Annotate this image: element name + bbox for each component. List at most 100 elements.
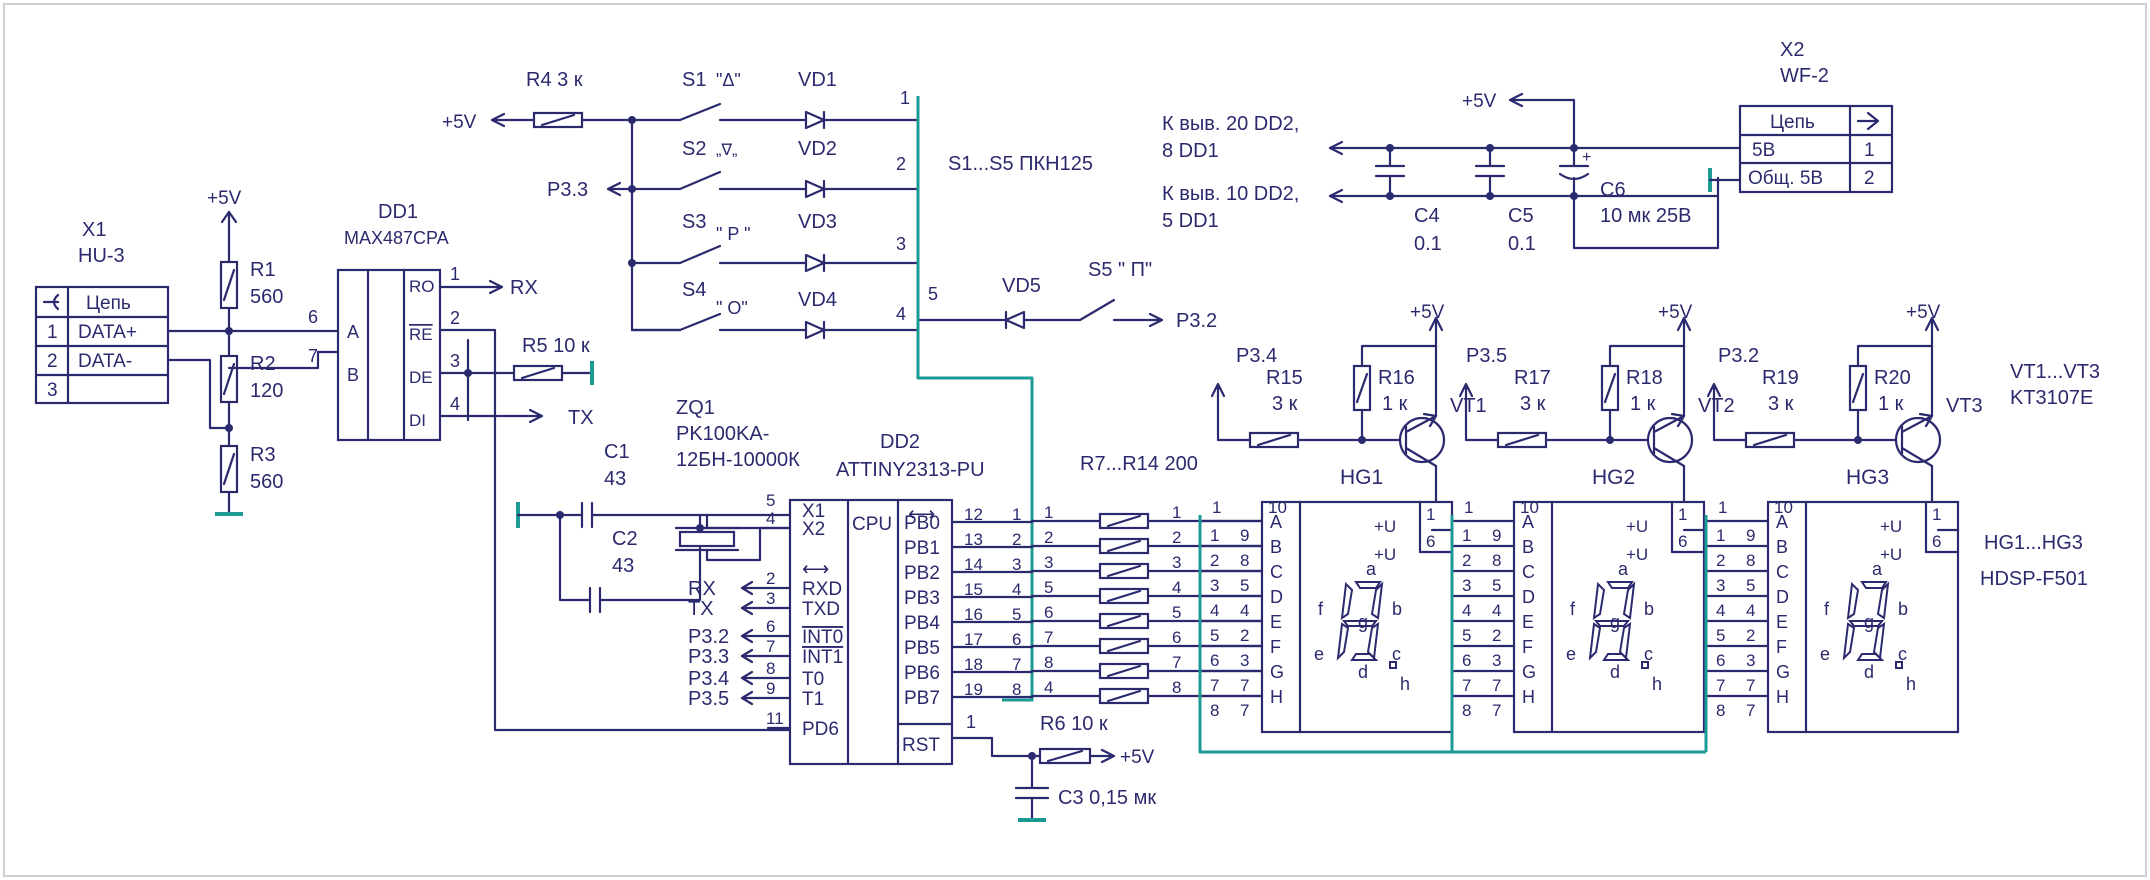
display-pin-num: 5 bbox=[1746, 576, 1755, 595]
dd2-pb-wire-num: 2 bbox=[1012, 530, 1021, 549]
segment-label-c: c bbox=[1898, 644, 1907, 664]
display-plus-u: +U bbox=[1880, 517, 1902, 536]
line3-num: 3 bbox=[896, 234, 906, 254]
x2-header: Цепь bbox=[1770, 112, 1815, 133]
r16-ref: R16 bbox=[1378, 367, 1415, 389]
vcc-arrow bbox=[1924, 316, 1940, 332]
x1-type: HU-3 bbox=[78, 245, 125, 267]
driver-net-label: P3.2 bbox=[1718, 345, 1759, 367]
resistor-mark bbox=[1256, 433, 1292, 447]
vd5-ref: VD5 bbox=[1002, 275, 1041, 297]
resnet-in-num: 7 bbox=[1044, 628, 1053, 647]
seven-segment-digit bbox=[1842, 581, 1903, 669]
dd2-ref: DD2 bbox=[880, 431, 920, 453]
s4-sym: " O" bbox=[716, 298, 748, 318]
resistor-mark bbox=[1603, 372, 1617, 404]
dd2-net-label: TX bbox=[688, 598, 714, 620]
display-pin-num: 5 bbox=[1462, 626, 1471, 645]
display-pin-h: H bbox=[1522, 687, 1535, 707]
display-pin-a: A bbox=[1522, 512, 1534, 532]
display-pin-c: C bbox=[1776, 562, 1789, 582]
resnet-in-num: 8 bbox=[1044, 653, 1053, 672]
display-pin-num: 5 bbox=[1716, 626, 1725, 645]
x2-pin2-name: Общ. 5В bbox=[1748, 168, 1823, 189]
dd1-pin-a: A bbox=[347, 322, 359, 342]
display-pin-num: 4 bbox=[1716, 601, 1725, 620]
display-pin-num: 6 bbox=[1462, 651, 1471, 670]
dd2-pin-x2: X2 bbox=[802, 519, 825, 540]
dd2-pin-x1: X1 bbox=[802, 501, 825, 522]
display-pin-num: 3 bbox=[1462, 576, 1471, 595]
resnet-resistor-mark bbox=[1106, 539, 1142, 553]
dd2-pb-num: 14 bbox=[964, 555, 983, 574]
s3-sym: " P " bbox=[716, 224, 750, 244]
vd4-ref: VD4 bbox=[798, 289, 837, 311]
transistor-leads bbox=[1404, 324, 1438, 532]
display-pin-num: 8 bbox=[1210, 701, 1219, 720]
display-pin-d: D bbox=[1270, 587, 1283, 607]
resnet-out-num: 7 bbox=[1172, 653, 1181, 672]
resnet-resistor-mark bbox=[1106, 689, 1142, 703]
s4-ref: S4 bbox=[682, 279, 706, 301]
pin-num: 10 bbox=[1268, 498, 1287, 517]
display-com-pin: 1 bbox=[1426, 505, 1435, 524]
segment-e bbox=[1842, 622, 1856, 661]
display-pin-b: B bbox=[1776, 537, 1788, 557]
transistor-leads bbox=[1900, 324, 1934, 532]
resnet-out-num: 3 bbox=[1172, 553, 1181, 572]
dd2-type: ATTINY2313-PU bbox=[836, 459, 985, 481]
segment-label-e: e bbox=[1314, 644, 1324, 664]
display-pin-e: E bbox=[1776, 612, 1788, 632]
c5-value: 0.1 bbox=[1508, 233, 1536, 255]
dd2-pb-num: 12 bbox=[964, 505, 983, 524]
dd1-pin-re: RE bbox=[409, 325, 433, 344]
x2-pin2-num: 2 bbox=[1864, 168, 1875, 189]
resistor-mark bbox=[1355, 372, 1369, 404]
dd2-arrow-pd: ⟷ bbox=[802, 559, 829, 580]
resnet-resistor-mark bbox=[1106, 639, 1142, 653]
connector-icon-x2 bbox=[1856, 111, 1880, 131]
display-pin-num: 9 bbox=[1240, 526, 1249, 545]
display-pin-num: 5 bbox=[1210, 626, 1219, 645]
vd2-ref: VD2 bbox=[798, 138, 837, 160]
pin-num: 1 bbox=[1718, 498, 1727, 517]
oscillator: C1 43 C2 43 ZQ1 PK100KA- 12БН-10000К bbox=[516, 397, 800, 614]
s1-ref: S1 bbox=[682, 69, 706, 91]
r19-ref: R19 bbox=[1762, 367, 1799, 389]
vcc-driver: +5V bbox=[1658, 302, 1693, 323]
x1-ref: X1 bbox=[82, 219, 106, 241]
ic-dd2: DD2 ATTINY2313-PU CPU ⟷ ⟷ RST 1 +5V R6 1… bbox=[788, 431, 1156, 822]
dd2-pb-num: 16 bbox=[964, 605, 983, 624]
r20-ref: R20 bbox=[1874, 367, 1911, 389]
resnet-out-num: 8 bbox=[1172, 678, 1181, 697]
display-pin-h: H bbox=[1776, 687, 1789, 707]
display-pin-num: 4 bbox=[1462, 601, 1471, 620]
dd2-pin-num: 4 bbox=[766, 509, 775, 528]
vcc-arrow bbox=[1676, 316, 1692, 332]
dd2-pin-pb5: PB5 bbox=[904, 638, 940, 659]
p33-net: P3.3 bbox=[547, 179, 588, 201]
display-pin-b: B bbox=[1522, 537, 1534, 557]
r18-value: 1 к bbox=[1630, 393, 1656, 415]
dd2-pin-num: 7 bbox=[766, 637, 775, 656]
segment-label-c: c bbox=[1392, 644, 1401, 664]
dd2-net-label: P3.3 bbox=[688, 646, 729, 668]
resnet-resistor-mark bbox=[1106, 564, 1142, 578]
segment-f bbox=[1592, 581, 1606, 621]
segment-a bbox=[1354, 581, 1382, 589]
display-pin-num: 7 bbox=[1240, 701, 1249, 720]
dd1-pin3: 3 bbox=[450, 351, 460, 371]
display-pin-num: 4 bbox=[1240, 601, 1249, 620]
resistor-mark bbox=[1504, 433, 1540, 447]
segment-h bbox=[1389, 661, 1397, 669]
line1-num: 1 bbox=[900, 88, 910, 108]
x1-pin2-num: 2 bbox=[47, 351, 58, 372]
display-pin-e: E bbox=[1270, 612, 1282, 632]
display-pin-num: 3 bbox=[1240, 651, 1249, 670]
dd2-pb-wire-num: 4 bbox=[1012, 580, 1021, 599]
segment-bus bbox=[1198, 515, 1708, 754]
segment-c bbox=[1366, 621, 1380, 661]
vcc-r6: +5V bbox=[1120, 747, 1155, 768]
segment-label-e: e bbox=[1566, 644, 1576, 664]
display-plus-u: +U bbox=[1626, 545, 1648, 564]
